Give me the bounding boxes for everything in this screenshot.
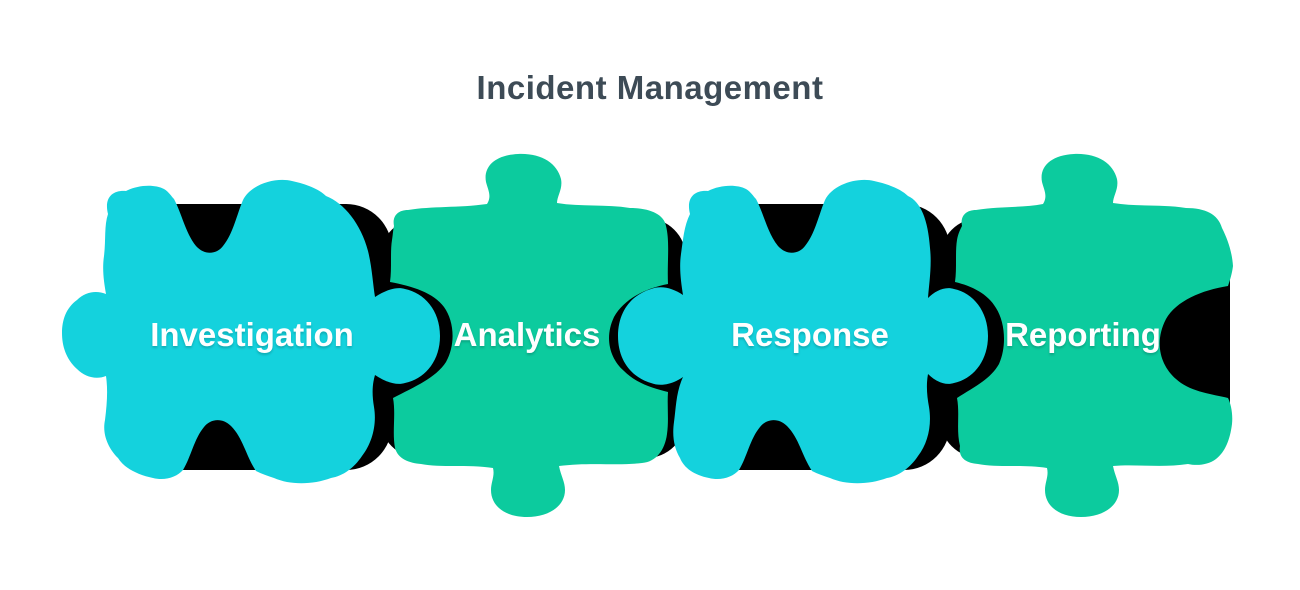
puzzle-labels: Investigation Analytics Response Reporti… [150, 316, 1161, 353]
puzzle-piece-response [618, 179, 988, 484]
puzzle-piece-investigation [62, 179, 440, 484]
puzzle-piece-analytics [390, 153, 669, 517]
piece-label-reporting: Reporting [1005, 316, 1161, 353]
diagram-title: Incident Management [477, 69, 824, 106]
puzzle-piece-reporting [955, 153, 1233, 517]
piece-label-investigation: Investigation [150, 316, 354, 353]
piece-label-response: Response [731, 316, 889, 353]
piece-label-analytics: Analytics [454, 316, 601, 353]
